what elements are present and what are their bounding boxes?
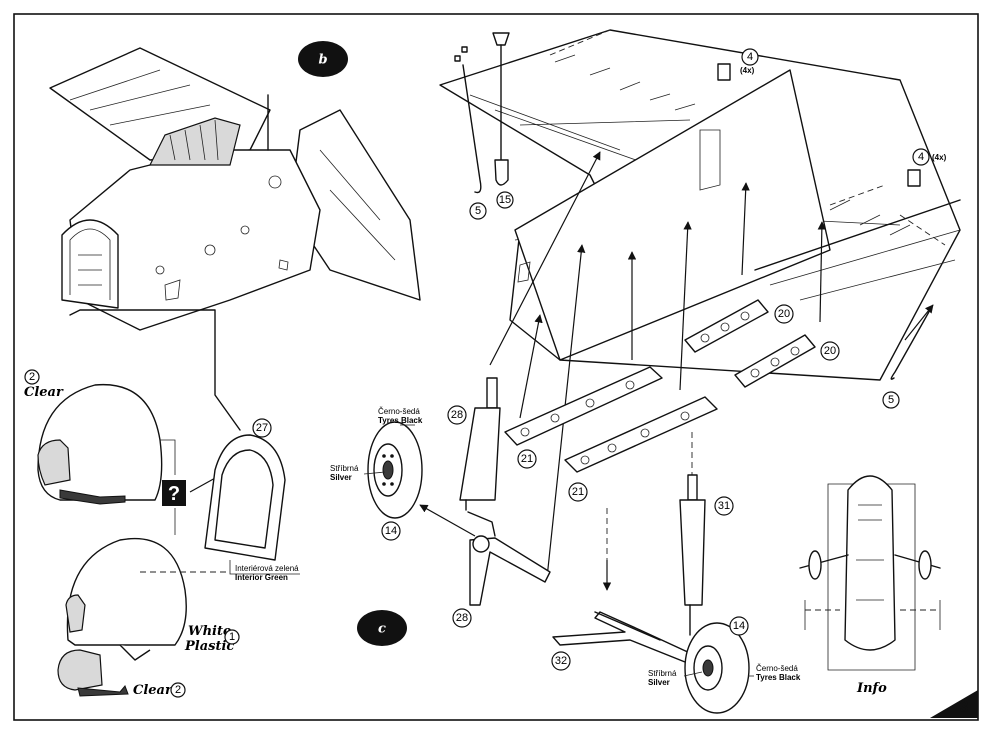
label-tyres-black-en-b: Tyres Black bbox=[756, 673, 801, 682]
label-silver-en-b: Silver bbox=[648, 678, 670, 687]
svg-text:21: 21 bbox=[572, 486, 584, 498]
wheel-part-14-b bbox=[684, 622, 750, 714]
svg-text:2: 2 bbox=[175, 684, 181, 696]
svg-text:1: 1 bbox=[229, 631, 235, 643]
strut-part-15 bbox=[492, 32, 510, 186]
arrow-6 bbox=[817, 221, 827, 323]
frame-part-27 bbox=[204, 434, 286, 561]
page-number: 3 bbox=[960, 699, 969, 716]
view-c-badge: c bbox=[357, 610, 407, 646]
svg-text:28: 28 bbox=[456, 612, 468, 624]
door-plate-part-20-b bbox=[734, 334, 816, 388]
svg-text:b: b bbox=[318, 53, 327, 68]
label-tyres-black-cz-b: Černo-šedá bbox=[756, 664, 798, 673]
svg-text:5: 5 bbox=[475, 205, 481, 217]
page-border bbox=[13, 13, 979, 721]
door-plate-part-21-a bbox=[504, 366, 663, 446]
callout-28-a: 28 bbox=[447, 405, 467, 425]
callout-20-b: 20 bbox=[820, 341, 840, 361]
label-interior-green-cz: Interiérová zelená bbox=[235, 564, 299, 573]
small-plate-part-4-b bbox=[907, 169, 921, 187]
shock-strut-part-28 bbox=[459, 377, 501, 511]
callout-31: 31 bbox=[714, 496, 734, 516]
callout-28-b: 28 bbox=[452, 608, 472, 628]
callout-2-top: 2 bbox=[24, 369, 40, 385]
callout-2-bottom: 2 bbox=[170, 682, 186, 698]
callout-27: 27 bbox=[252, 418, 272, 438]
label-tyres-black-cz-a: Černo-šedá bbox=[378, 407, 420, 416]
canopy-clear-part bbox=[37, 383, 163, 505]
callout-4-a: 4 bbox=[741, 48, 759, 66]
view-c-wing-drawing bbox=[439, 29, 961, 381]
hook-rod-part-5-a bbox=[454, 46, 482, 194]
svg-text:28: 28 bbox=[451, 409, 463, 421]
label-silver-en-a: Silver bbox=[330, 473, 352, 482]
label-clear-bottom: Clear bbox=[133, 683, 173, 698]
label-white: White bbox=[188, 624, 231, 639]
shock-strut-part-31 bbox=[679, 432, 706, 636]
door-plate-part-21-b bbox=[564, 396, 718, 473]
question-mark-badge bbox=[162, 480, 186, 506]
label-plastic: Plastic bbox=[184, 639, 234, 654]
svg-text:31: 31 bbox=[718, 500, 730, 512]
page-corner bbox=[930, 690, 978, 718]
door-plate-part-20-a bbox=[684, 299, 769, 353]
svg-text:32: 32 bbox=[555, 655, 567, 667]
question-mark: ? bbox=[168, 483, 180, 505]
wheel-part-14-a bbox=[367, 421, 423, 519]
svg-text:4: 4 bbox=[918, 151, 924, 163]
svg-text:20: 20 bbox=[778, 308, 790, 320]
callout-14-b: 14 bbox=[729, 616, 749, 636]
svg-text:2: 2 bbox=[29, 371, 35, 383]
view-b-badge: b bbox=[298, 41, 348, 77]
nose-white-plastic-part bbox=[65, 537, 187, 661]
svg-text:15: 15 bbox=[499, 194, 511, 206]
hook-rod-part-5-b bbox=[890, 304, 934, 380]
svg-text:c: c bbox=[378, 622, 386, 637]
svg-text:27: 27 bbox=[256, 422, 268, 434]
label-interior-green-en: Interior Green bbox=[235, 573, 288, 582]
label-silver-cz-a: Stříbrná bbox=[330, 464, 359, 473]
callout-4-b: 4 bbox=[912, 148, 930, 166]
label-4x-b: (4x) bbox=[932, 153, 947, 162]
arrow-5 bbox=[741, 182, 750, 276]
label-info: Info bbox=[856, 681, 887, 696]
axle-fork-part-32 bbox=[552, 611, 706, 669]
svg-text:4: 4 bbox=[747, 51, 753, 63]
callout-21-b: 21 bbox=[568, 482, 588, 502]
callout-5-a: 5 bbox=[469, 202, 487, 220]
nose-glazing-clear-part bbox=[57, 649, 129, 697]
callout-5-b: 5 bbox=[882, 391, 900, 409]
label-clear-top: Clear bbox=[24, 385, 64, 400]
view-b-fuselage-drawing bbox=[49, 47, 421, 431]
callout-1: 1 bbox=[224, 629, 240, 645]
label-4x-a: (4x) bbox=[740, 66, 755, 75]
arrow-2 bbox=[519, 314, 543, 419]
svg-text:21: 21 bbox=[521, 453, 533, 465]
svg-text:20: 20 bbox=[824, 345, 836, 357]
svg-text:5: 5 bbox=[888, 394, 894, 406]
arrow-4 bbox=[679, 221, 692, 391]
gear-fork-part-28 bbox=[467, 511, 551, 606]
callout-15: 15 bbox=[496, 191, 514, 209]
callout-21-a: 21 bbox=[517, 449, 537, 469]
svg-text:14: 14 bbox=[733, 620, 745, 632]
info-front-view-inset bbox=[799, 475, 941, 671]
label-silver-cz-b: Stříbrná bbox=[648, 669, 677, 678]
callout-14-a: 14 bbox=[381, 521, 401, 541]
svg-text:14: 14 bbox=[385, 525, 397, 537]
callout-32: 32 bbox=[551, 651, 571, 671]
arrow-1 bbox=[489, 151, 601, 366]
small-plate-part-4-a bbox=[717, 63, 731, 81]
callout-20-a: 20 bbox=[774, 304, 794, 324]
label-tyres-black-en-a: Tyres Black bbox=[378, 416, 423, 425]
